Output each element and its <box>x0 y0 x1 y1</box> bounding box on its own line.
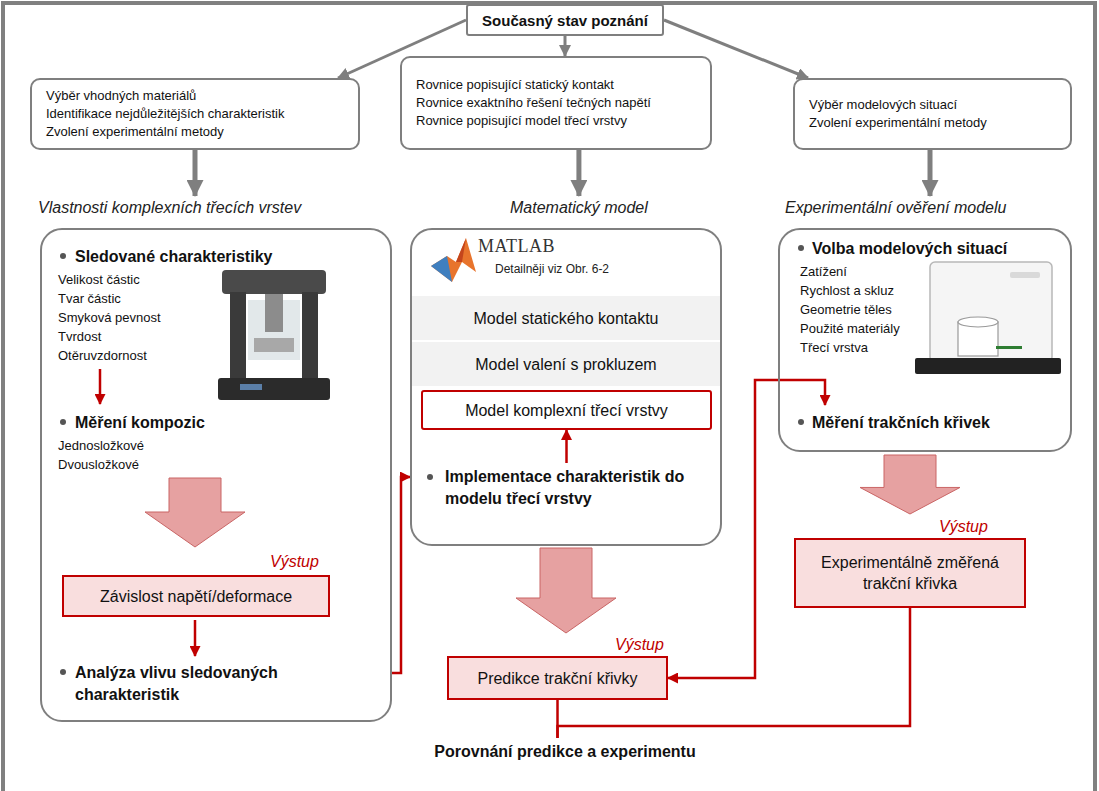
logo-text: MATLAB <box>478 236 555 256</box>
input-box: Výběr vhodných materiálůIdentifikace nej… <box>30 78 360 150</box>
logo-surface <box>431 238 476 282</box>
section-heading: Matematický model <box>510 198 648 217</box>
list-item: Dvousložkové <box>58 457 139 473</box>
node-label: Porovnání predikce a experimentu <box>434 743 695 761</box>
section-panel: Matematický modelMATLABDetailněji viz Ob… <box>410 228 722 546</box>
logo-surface <box>431 256 452 282</box>
node-label: Experimentálně změřená trakční křivka <box>806 552 1014 594</box>
block-arrow <box>145 478 245 547</box>
output-tag: Výstup <box>939 517 988 536</box>
input-box: Rovnice popisující statický kontaktRovni… <box>400 56 712 150</box>
output-tag: Výstup <box>270 552 319 571</box>
bullet <box>798 245 804 251</box>
device-panel <box>1010 272 1040 278</box>
logo-surface <box>456 238 466 262</box>
source-box: Současný stav poznání <box>466 4 664 36</box>
device-arm <box>996 346 1022 349</box>
node-label: Současný stav poznání <box>482 12 648 29</box>
connector-arrow <box>564 36 567 56</box>
model-band: Model statického kontaktu <box>412 296 720 340</box>
bullet <box>798 419 804 425</box>
block-arrow <box>516 548 616 633</box>
list-item: Tvar částic <box>58 291 121 307</box>
node-label: Závislost napětí/deformace <box>100 586 292 607</box>
device-body <box>930 262 1052 362</box>
instrument-column <box>230 292 246 380</box>
output-box: VýstupExperimentálně změřená trakční kři… <box>794 538 1026 608</box>
node-label: Rovnice popisující model třecí vrstvy <box>416 112 627 130</box>
flow-arrow <box>194 620 197 656</box>
list-item: Velikost částic <box>58 272 140 288</box>
section-heading: Experimentální ověření modelu <box>785 198 1006 217</box>
instrument-head <box>222 270 326 294</box>
list-item: Otěruvzdornost <box>58 348 147 364</box>
section-panel: Experimentální ověření modeluVolba model… <box>778 228 1072 452</box>
node-label: Rovnice popisující statický kontakt <box>416 76 614 94</box>
instrument-stage <box>254 338 294 352</box>
section-panel: Vlastnosti komplexních třecích vrstevSle… <box>40 228 392 722</box>
matlab-logo <box>431 238 476 282</box>
connector-arrow <box>928 150 933 196</box>
bullet <box>60 419 66 425</box>
device-cylinder-top <box>958 317 998 327</box>
note-text: Detailněji viz Obr. 6-2 <box>495 262 609 277</box>
list-item: Použité materiály <box>800 321 900 337</box>
connector-arrow <box>392 477 410 673</box>
node-label: Rovnice exaktního řešení tečných napětí <box>416 94 651 112</box>
output-box: VýstupZávislost napětí/deformace <box>62 575 330 617</box>
flow-arrow <box>780 380 825 405</box>
node-label: Model valení s prokluzem <box>475 354 656 375</box>
node-label: Zvolení experimentální metody <box>46 123 224 141</box>
output-box: VýstupPredikce trakční křivky <box>447 656 668 700</box>
input-box: Výběr modelových situacíZvolení experime… <box>793 78 1072 150</box>
node-label: Model komplexní třecí vrstvy <box>465 400 668 421</box>
node-label: Výběr vhodných materiálů <box>46 87 196 105</box>
connector-arrow <box>576 150 581 196</box>
list-item: Rychlost a skluz <box>800 283 894 299</box>
bullet-heading: Měření kompozic <box>75 412 205 434</box>
instrument-column <box>302 292 318 380</box>
node-label: Identifikace nejdůležitějších charakteri… <box>46 105 284 123</box>
instrument-display <box>240 384 262 390</box>
device-base <box>915 358 1061 374</box>
bullet-heading: Sledované charakteristiky <box>75 246 272 268</box>
bullet <box>60 253 66 259</box>
bullet-heading: Implementace charakteristik do modelu tř… <box>445 466 697 510</box>
instrument-spindle <box>265 294 283 332</box>
list-item: Zatížení <box>800 264 847 280</box>
bullet-heading: Volba modelových situací <box>812 238 1007 260</box>
section-heading: Vlastnosti komplexních třecích vrstev <box>38 198 301 217</box>
bullet <box>60 669 66 675</box>
list-item: Třecí vrstva <box>800 340 868 356</box>
flow-arrow <box>99 369 102 404</box>
node-label: Zvolení experimentální metody <box>809 114 987 132</box>
model-band: Model valení s prokluzem <box>412 342 720 386</box>
tribometer-illustration <box>915 262 1061 374</box>
connector-arrow <box>565 430 568 463</box>
list-item: Tvrdost <box>58 329 101 345</box>
bullet-heading: Analýza vlivu sledovaných charakteristik <box>75 662 335 706</box>
list-item: Geometrie těles <box>800 302 892 318</box>
highlight-box: Model komplexní třecí vrstvy <box>421 390 712 430</box>
list-item: Smyková pevnost <box>58 310 161 326</box>
list-item: Jednosložkové <box>58 438 144 454</box>
node-label: Výběr modelových situací <box>809 96 957 114</box>
connector-arrow <box>193 150 198 196</box>
outer-frame <box>3 3 1095 791</box>
bullet-heading: Měření trakčních křivek <box>812 412 990 434</box>
rheometer-illustration <box>218 270 330 400</box>
block-arrow <box>860 455 960 514</box>
output-tag: Výstup <box>615 635 664 654</box>
conclusion-text: Porovnání predikce a experimentu <box>410 738 720 766</box>
node-label: Model statického kontaktu <box>474 308 659 329</box>
instrument-base <box>218 378 330 400</box>
node-label: Predikce trakční křivky <box>477 668 637 689</box>
bullet <box>427 474 433 480</box>
